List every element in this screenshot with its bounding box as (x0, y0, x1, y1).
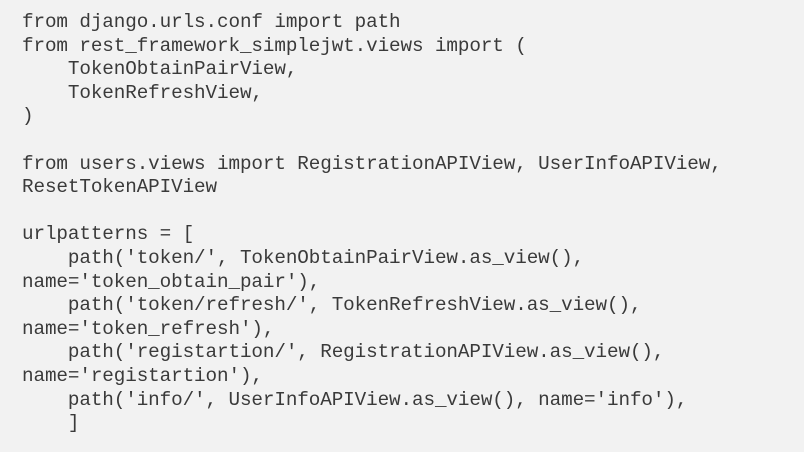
code-line: path('info/', UserInfoAPIView.as_view(),… (22, 388, 688, 411)
code-line: TokenRefreshView, (22, 81, 263, 104)
code-line: ) (22, 105, 34, 128)
code-line: name='token_obtain_pair'), (22, 270, 321, 293)
code-line: from users.views import RegistrationAPIV… (22, 152, 722, 175)
code-line: path('token/', TokenObtainPairView.as_vi… (22, 246, 585, 269)
code-line: urlpatterns = [ (22, 223, 195, 246)
code-line: from rest_framework_simplejwt.views impo… (22, 34, 527, 57)
code-line: path('registartion/', RegistrationAPIVie… (22, 341, 665, 364)
code-line: ResetTokenAPIView (22, 176, 218, 199)
code-line (22, 129, 804, 153)
code-line: name='token_refresh'), (22, 317, 275, 340)
code-line (22, 200, 804, 224)
code-line: path('token/refresh/', TokenRefreshView.… (22, 294, 642, 317)
code-line: ] (22, 412, 80, 435)
code-line: from django.urls.conf import path (22, 11, 401, 33)
code-line: name='registartion'), (22, 364, 263, 387)
code-line: TokenObtainPairView, (22, 58, 298, 81)
